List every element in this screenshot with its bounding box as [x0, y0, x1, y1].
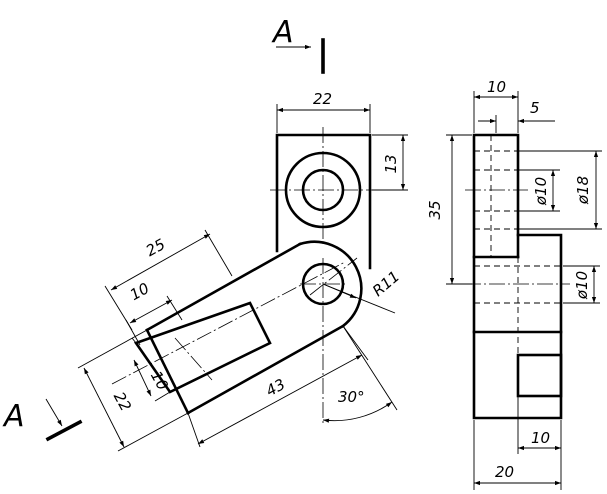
dim-side-bottom-step: 10 [517, 396, 562, 454]
dim-value: ø18 [574, 176, 592, 205]
dim-value: 10 [127, 279, 152, 304]
section-marker-bottom: A [2, 398, 83, 442]
dim-hole-large: ø18 [520, 150, 602, 230]
dim-value: R11 [369, 267, 403, 300]
dim-radius: R11 [322, 267, 403, 314]
dim-top-height: 13 [372, 134, 408, 191]
dim-side-step: 5 [478, 99, 555, 133]
dim-value: 30° [338, 388, 365, 406]
dim-hole-small-upper: ø10 [520, 169, 560, 212]
dim-arm-total: 43 [187, 325, 369, 448]
dim-angle: 30° [322, 325, 398, 423]
dim-top-width: 22 [276, 90, 371, 133]
dim-value: 10 [531, 429, 550, 447]
section-label: A [2, 399, 25, 434]
dim-value: 22 [110, 389, 135, 414]
dim-side-height: 35 [426, 134, 472, 285]
dim-value: 20 [495, 463, 514, 481]
dim-value: 43 [263, 375, 288, 400]
section-marker-top: A [271, 15, 325, 74]
dim-side-width: 20 [473, 420, 562, 490]
dim-value: ø10 [573, 271, 591, 300]
front-inclined-arm [111, 240, 363, 425]
dim-value: 22 [313, 90, 332, 108]
side-view [465, 133, 570, 420]
dim-hole-small-lower: ø10 [563, 265, 600, 304]
dim-value: 13 [382, 154, 400, 173]
front-upper-block [270, 127, 378, 270]
dim-value: 10 [487, 78, 506, 96]
dim-value: 25 [143, 235, 168, 260]
dim-value: 35 [426, 200, 444, 219]
dim-side-top-width: 10 [473, 78, 519, 133]
dim-value: ø10 [532, 177, 550, 206]
dim-value: 5 [530, 99, 540, 117]
dim-slot-offset: 10 [125, 279, 183, 346]
section-label: A [271, 15, 294, 50]
